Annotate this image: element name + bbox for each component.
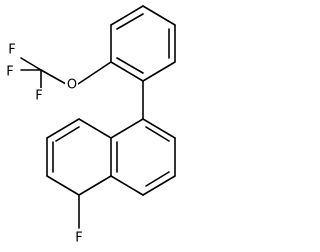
naph-right-3	[142, 175, 176, 196]
atom-label-f2: F	[6, 65, 13, 80]
bond-c-o	[40, 69, 67, 85]
phenyl-bond-5	[142, 61, 176, 82]
bond-lines	[20, 5, 176, 229]
phenyl-double-3	[116, 57, 144, 74]
atom-f-naphthyl: F	[73, 230, 85, 246]
atom-labels: F F F O F	[4, 42, 85, 246]
phenyl-bond-3	[142, 5, 176, 26]
atom-f3: F	[33, 88, 45, 104]
atom-label-f1: F	[8, 43, 15, 58]
chemical-structure-diagram: F F F O F	[4, 5, 176, 246]
naph-right-6	[110, 118, 144, 139]
atom-label-f3: F	[35, 89, 42, 104]
naph-left-double-1	[55, 126, 80, 142]
bond-c-f1	[20, 57, 42, 71]
phenyl-double-1	[116, 13, 144, 30]
naph-left-1	[78, 118, 112, 139]
naph-right-4	[110, 175, 144, 196]
atom-oxygen: O	[65, 77, 78, 93]
phenyl-bond-2	[110, 5, 144, 26]
naph-right-double-2	[145, 171, 170, 187]
naph-right-1	[142, 118, 176, 139]
naph-left-2	[46, 118, 80, 139]
naph-left-4	[46, 175, 80, 196]
atom-label-f-naphthyl: F	[75, 231, 82, 246]
atom-f1: F	[6, 42, 18, 58]
naph-right-double-1	[145, 126, 170, 142]
naph-left-5	[78, 175, 112, 196]
bond-o-aryl	[77, 61, 112, 85]
atom-label-oxygen: O	[67, 78, 77, 93]
phenyl-bond-6	[110, 61, 144, 82]
atom-f2: F	[4, 64, 16, 80]
